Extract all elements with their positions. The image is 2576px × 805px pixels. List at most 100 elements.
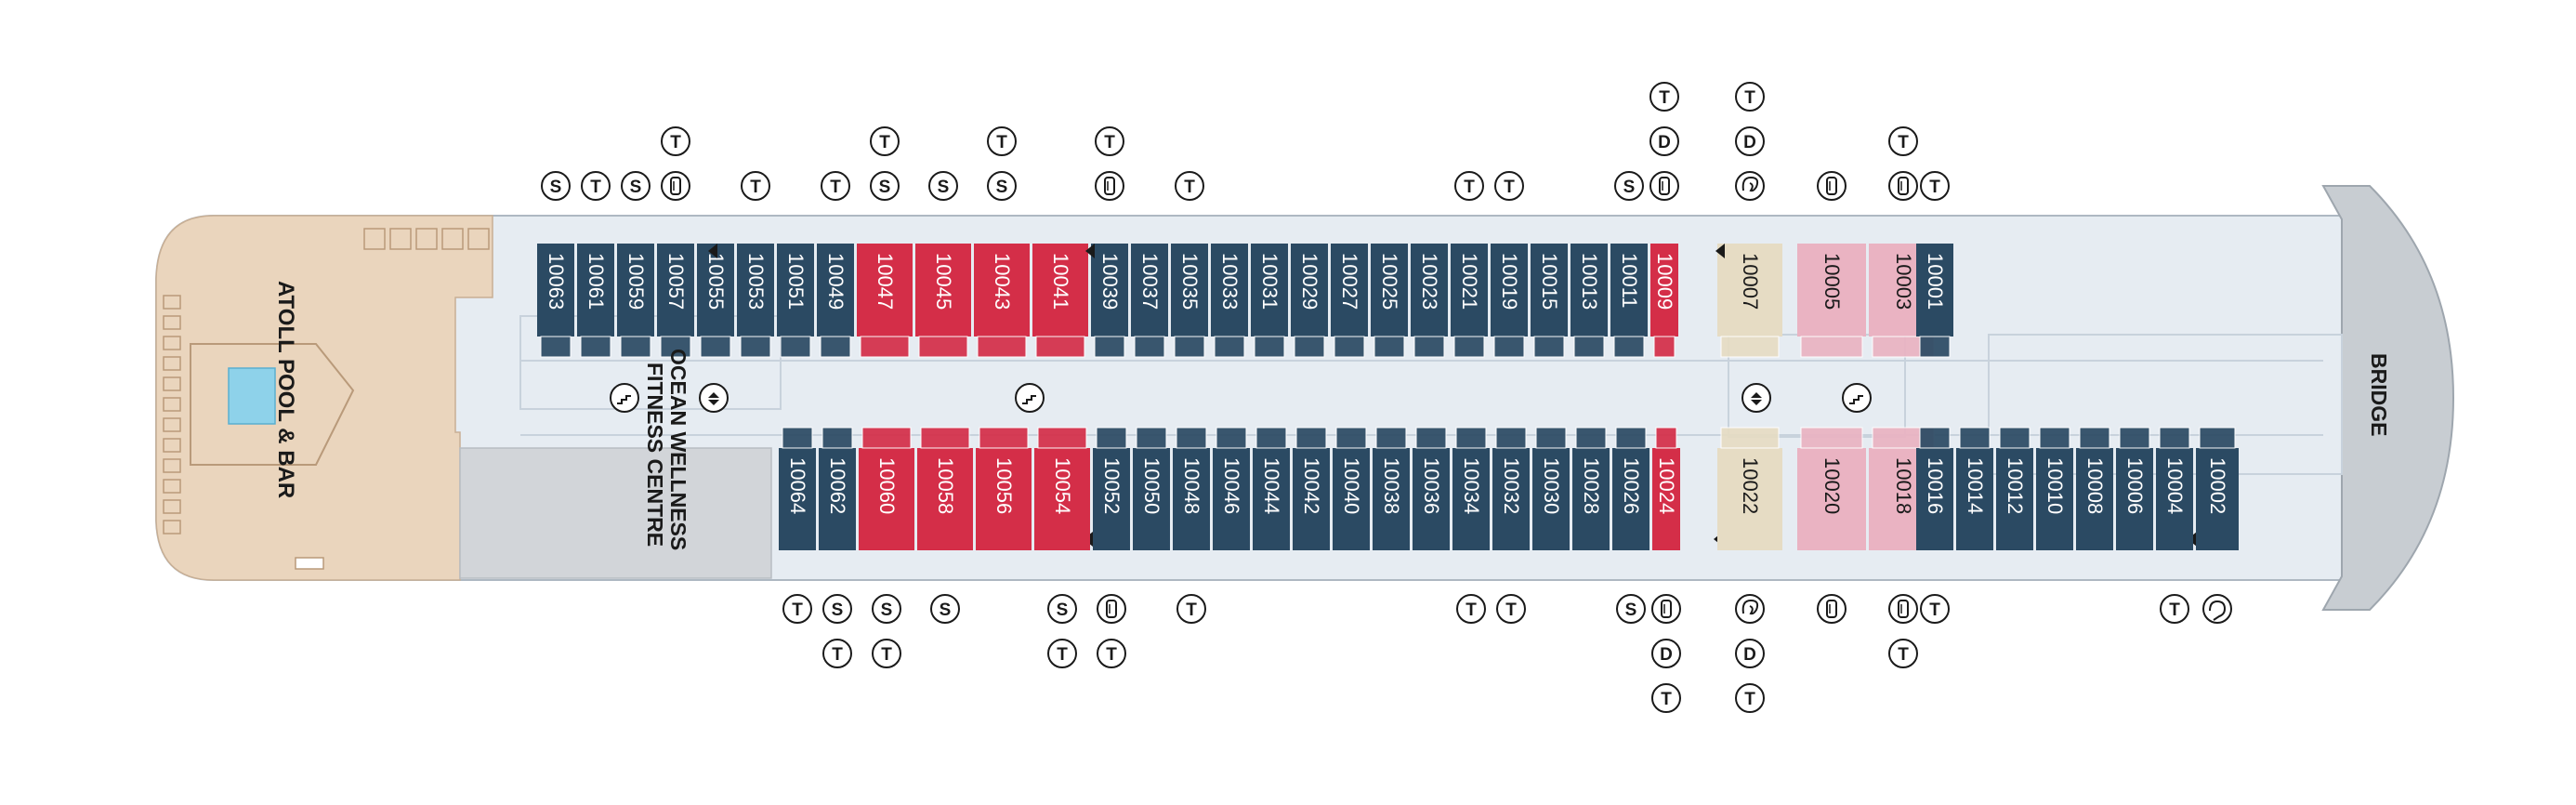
cabin-10046[interactable]: 10046 [1213,427,1250,550]
cabin-10055[interactable]: 10055 [697,244,734,358]
cabin-10013[interactable]: 10013 [1571,244,1608,358]
svg-text:D: D [1660,645,1673,665]
cabin-10063[interactable]: 10063 [537,244,574,358]
cabin-block [1612,448,1649,550]
cabin-10007[interactable]: 10007 [1717,244,1782,358]
cabin-block [976,448,1032,550]
cabin-10040[interactable]: 10040 [1333,427,1370,550]
cabin-number: 10004 [2163,457,2187,514]
cabin-10008[interactable]: 10008 [2076,427,2113,550]
cabin-10023[interactable]: 10023 [1411,244,1448,358]
cabin-10029[interactable]: 10029 [1291,244,1328,358]
cabin-number: 10014 [1964,457,1987,514]
cabin-10022[interactable]: 10022 [1717,427,1782,550]
cabin-10009[interactable]: 10009 [1650,244,1678,358]
cabin-10024[interactable]: 10024 [1652,427,1680,550]
cabin-balcony [2039,427,2070,449]
cabin-number: 10020 [1820,457,1844,514]
cabin-10019[interactable]: 10019 [1491,244,1528,358]
cabin-block [1131,244,1168,337]
cabin-10038[interactable]: 10038 [1373,427,1410,550]
badge-t-icon: T [987,126,1017,156]
cabin-10054[interactable]: 10054 [1034,427,1090,550]
badge-wheelchair-icon [1817,171,1847,201]
cabin-10051[interactable]: 10051 [777,244,814,358]
cabin-10005[interactable]: 10005 [1797,244,1866,358]
cabin-balcony [1800,336,1863,358]
cabin-10060[interactable]: 10060 [859,427,914,550]
cabin-10058[interactable]: 10058 [917,427,973,550]
cabin-10028[interactable]: 10028 [1572,427,1610,550]
cabin-10032[interactable]: 10032 [1492,427,1530,550]
cabin-10064[interactable]: 10064 [779,427,816,550]
cabin-block [617,244,654,337]
cabin-block [1451,244,1488,337]
cabin-10030[interactable]: 10030 [1532,427,1570,550]
cabin-10020[interactable]: 10020 [1797,427,1866,550]
cabin-10010[interactable]: 10010 [2036,427,2073,550]
cabin-balcony [782,427,813,449]
cabin-10057[interactable]: 10057 [657,244,694,358]
badge-t-icon: T [782,594,812,624]
badge-t-icon: T [581,171,611,201]
cabin-10025[interactable]: 10025 [1371,244,1408,358]
badge-t-icon: T [2160,594,2189,624]
cabin-10059[interactable]: 10059 [617,244,654,358]
cabin-balcony [1575,427,1607,449]
cabin-10034[interactable]: 10034 [1452,427,1490,550]
cabin-10044[interactable]: 10044 [1253,427,1290,550]
cabin-10016[interactable]: 10016 [1916,427,1953,550]
fitness-room [459,447,772,579]
cabin-10043[interactable]: 10043 [974,244,1030,358]
cabin-10014[interactable]: 10014 [1956,427,1993,550]
cabin-10039[interactable]: 10039 [1091,244,1128,358]
cabin-10041[interactable]: 10041 [1032,244,1088,358]
cabin-block [1411,244,1448,337]
badge-t-icon: T [1176,594,1206,624]
cabin-10052[interactable]: 10052 [1093,427,1130,550]
cabin-10001[interactable]: 10001 [1916,244,1953,358]
cabin-10027[interactable]: 10027 [1331,244,1368,358]
cabin-balcony [1373,336,1405,358]
cabin-balcony [1493,336,1525,358]
cabin-10031[interactable]: 10031 [1251,244,1288,358]
cabin-10045[interactable]: 10045 [915,244,971,358]
svg-text:T: T [2169,600,2180,620]
cabin-10035[interactable]: 10035 [1171,244,1208,358]
cabin-10048[interactable]: 10048 [1173,427,1210,550]
cabin-block [657,244,694,337]
cabin-10053[interactable]: 10053 [737,244,774,358]
cabin-number: 10013 [1578,253,1601,310]
svg-text:T: T [1744,88,1755,108]
cabin-10042[interactable]: 10042 [1293,427,1330,550]
cabin-10050[interactable]: 10050 [1133,427,1170,550]
cabin-10062[interactable]: 10062 [819,427,856,550]
cabin-block [1251,244,1288,337]
cabin-balcony [1720,336,1780,358]
cabin-block [1034,448,1090,550]
cabin-balcony [1413,336,1445,358]
cabin-10026[interactable]: 10026 [1612,427,1649,550]
cabin-block [819,448,856,550]
cabin-10015[interactable]: 10015 [1531,244,1568,358]
lounger [163,397,181,412]
cabin-number: 10051 [784,253,808,310]
cabin-10011[interactable]: 10011 [1610,244,1648,358]
cabin-10006[interactable]: 10006 [2116,427,2153,550]
cabin-10036[interactable]: 10036 [1413,427,1450,550]
cabin-10021[interactable]: 10021 [1451,244,1488,358]
cabin-10037[interactable]: 10037 [1131,244,1168,358]
cabin-number: 10032 [1500,457,1523,514]
cabin-10061[interactable]: 10061 [577,244,614,358]
cabin-10056[interactable]: 10056 [976,427,1032,550]
cabin-10012[interactable]: 10012 [1996,427,2033,550]
cabin-10002[interactable]: 10002 [2196,427,2239,550]
cabin-balcony [1035,336,1085,358]
cabin-10033[interactable]: 10033 [1211,244,1248,358]
cabin-10004[interactable]: 10004 [2156,427,2193,550]
svg-text:S: S [940,600,952,620]
cabin-10049[interactable]: 10049 [817,244,854,358]
cabin-10047[interactable]: 10047 [857,244,913,358]
cabin-balcony [1455,427,1487,449]
cabin-balcony [700,336,731,358]
